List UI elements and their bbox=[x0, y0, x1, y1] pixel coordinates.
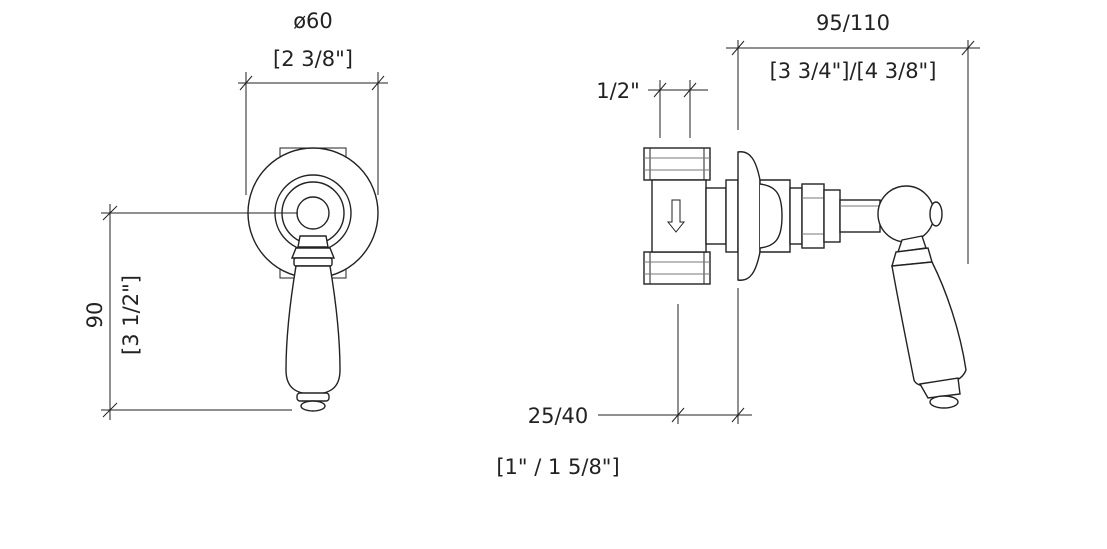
height-mm-label: 90 bbox=[83, 302, 107, 329]
depth-in-label: [3 3/4"]/[4 3/8"] bbox=[770, 59, 937, 83]
height-in-label: [3 1/2"] bbox=[119, 275, 143, 355]
side-view: 1/2" bbox=[496, 11, 980, 479]
diameter-mm-label: ø60 bbox=[293, 9, 333, 33]
wall-dimension bbox=[598, 288, 752, 424]
front-view: ø60 [2 3/8"] 90 [3 1/ bbox=[83, 9, 388, 420]
connection-label: 1/2" bbox=[596, 79, 639, 103]
depth-mm-label: 95/110 bbox=[816, 11, 890, 35]
connection-dimension bbox=[648, 80, 708, 138]
wall-mm-label: 25/40 bbox=[528, 404, 589, 428]
side-rosette bbox=[737, 151, 791, 281]
diameter-dimension bbox=[238, 72, 388, 195]
depth-dimension bbox=[726, 40, 980, 264]
lever-handle bbox=[285, 235, 341, 412]
height-dimension bbox=[101, 204, 298, 420]
cartridge bbox=[789, 183, 881, 249]
wall-in-label: [1" / 1 5/8"] bbox=[496, 455, 619, 479]
valve-body bbox=[643, 147, 739, 285]
diameter-in-label: [2 3/8"] bbox=[273, 47, 353, 71]
side-lever-handle bbox=[877, 185, 967, 409]
